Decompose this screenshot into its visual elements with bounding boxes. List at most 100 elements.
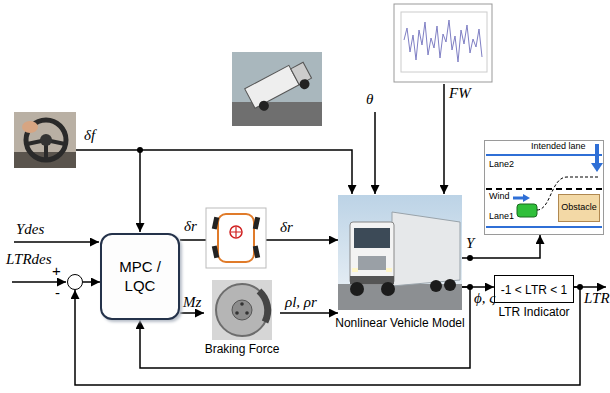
indicator-box: -1 < LTR < 1: [494, 275, 574, 303]
target-arrow: [595, 144, 599, 164]
lane-name: Lane1: [489, 212, 514, 222]
wheel-hub: [40, 134, 52, 146]
road: [232, 102, 322, 126]
wind-arrowhead: [523, 194, 530, 202]
caption: LTR Indicator: [494, 305, 574, 319]
ltr-reference-wire: [12, 281, 66, 283]
braking-actuator: Braking Force: [204, 280, 280, 358]
center-cross: [231, 227, 241, 237]
plot-area: [401, 12, 487, 72]
cab: [350, 222, 394, 284]
trailer: [245, 65, 299, 108]
signal-label: FW: [449, 86, 471, 101]
photo-ground: [14, 112, 76, 168]
tilted-truck: [245, 59, 315, 115]
junction-dots: [137, 147, 583, 290]
photo-ground: [212, 280, 272, 340]
signal-label: Ydes: [16, 222, 44, 237]
junction-dot: [467, 255, 473, 261]
junction-dot: [577, 284, 583, 290]
wheel: [253, 246, 260, 259]
headlight: [386, 268, 392, 272]
wind-arrow: [513, 197, 524, 200]
lane-divider: [486, 188, 602, 190]
wheel: [430, 280, 442, 292]
vehicle-car: [517, 204, 537, 217]
signal-label: Y: [466, 236, 474, 251]
controller-label: MPC / LQC: [110, 258, 170, 296]
driver-hand: [22, 121, 38, 133]
signal-connector: [280, 312, 338, 314]
headlight: [352, 268, 358, 272]
vehicle-model: Nonlinear Vehicle Model: [338, 195, 462, 332]
photo-ground: [232, 52, 322, 126]
wind-signal: [404, 20, 482, 62]
bolt: [235, 311, 239, 315]
signal-label: δf: [84, 128, 95, 143]
car-outline: [218, 214, 254, 262]
tilt-wire: [374, 112, 376, 194]
sign-plus: +: [52, 263, 61, 278]
caliper: [259, 291, 268, 322]
sky: [338, 195, 462, 310]
caption: Braking Force: [204, 342, 280, 356]
steering-branch: [139, 150, 141, 232]
lane-name: Lane2: [489, 160, 514, 170]
signal-connector: [180, 312, 204, 314]
lane-scene: [484, 140, 604, 235]
signal-label: LTR: [584, 291, 610, 306]
wind-wire: [443, 84, 445, 194]
trailer: [392, 212, 460, 286]
scene-ground: [484, 140, 604, 235]
plot-frame: [394, 4, 492, 82]
grille: [358, 256, 386, 270]
wind-force-plot: [394, 4, 492, 82]
sign-minus: -: [55, 285, 60, 300]
scene-note: Intended lane: [531, 142, 586, 152]
truck-photo: [338, 195, 462, 310]
ltr-indicator: -1 < LTR < 1 LTR Indicator: [494, 275, 574, 321]
signal-connector: [83, 281, 100, 283]
wheel: [444, 279, 456, 291]
signal-connector: [462, 235, 540, 258]
wheel: [253, 217, 260, 230]
wind-note: Wind: [489, 192, 510, 202]
bolt: [245, 311, 249, 315]
rollover-truck-photo: [232, 52, 322, 126]
signal-label: ϕ, ς: [474, 291, 495, 306]
reference-wire: [14, 241, 99, 243]
controller-box: MPC / LQC: [100, 233, 180, 320]
wheel: [298, 77, 312, 91]
windshield: [354, 228, 390, 248]
signal-label: Mz: [183, 295, 201, 310]
signal-label: δr: [280, 220, 293, 235]
junction-dot: [137, 147, 143, 153]
signal-label: θ: [366, 92, 373, 107]
photo-frame: [206, 208, 266, 268]
center-mark: [230, 226, 242, 238]
lane-border: [486, 226, 602, 228]
brake-disc-photo: [212, 280, 272, 340]
wheel: [212, 246, 219, 259]
caption: Nonlinear Vehicle Model: [335, 316, 465, 330]
junction-dot: [467, 284, 473, 290]
disc: [216, 284, 268, 336]
signal-label: δr: [184, 219, 197, 234]
steering-wire: [76, 150, 352, 194]
summing-junction: +-: [67, 274, 83, 290]
wheel: [381, 282, 395, 296]
steering-wheel-photo: [14, 112, 76, 168]
signal-label: ρl, ρr: [285, 295, 317, 310]
wheel: [350, 282, 364, 296]
rear-steer-actuator: [206, 208, 266, 268]
hub: [232, 300, 252, 320]
wheel: [212, 217, 219, 230]
obstacle-label: Obstacle: [561, 203, 597, 213]
lane-border: [486, 154, 602, 156]
lane-change-scene: Intended laneLane2Lane1 WindObstacle: [484, 140, 604, 235]
target-arrowhead: [591, 163, 603, 172]
signal-label: LTRdes: [6, 252, 52, 267]
